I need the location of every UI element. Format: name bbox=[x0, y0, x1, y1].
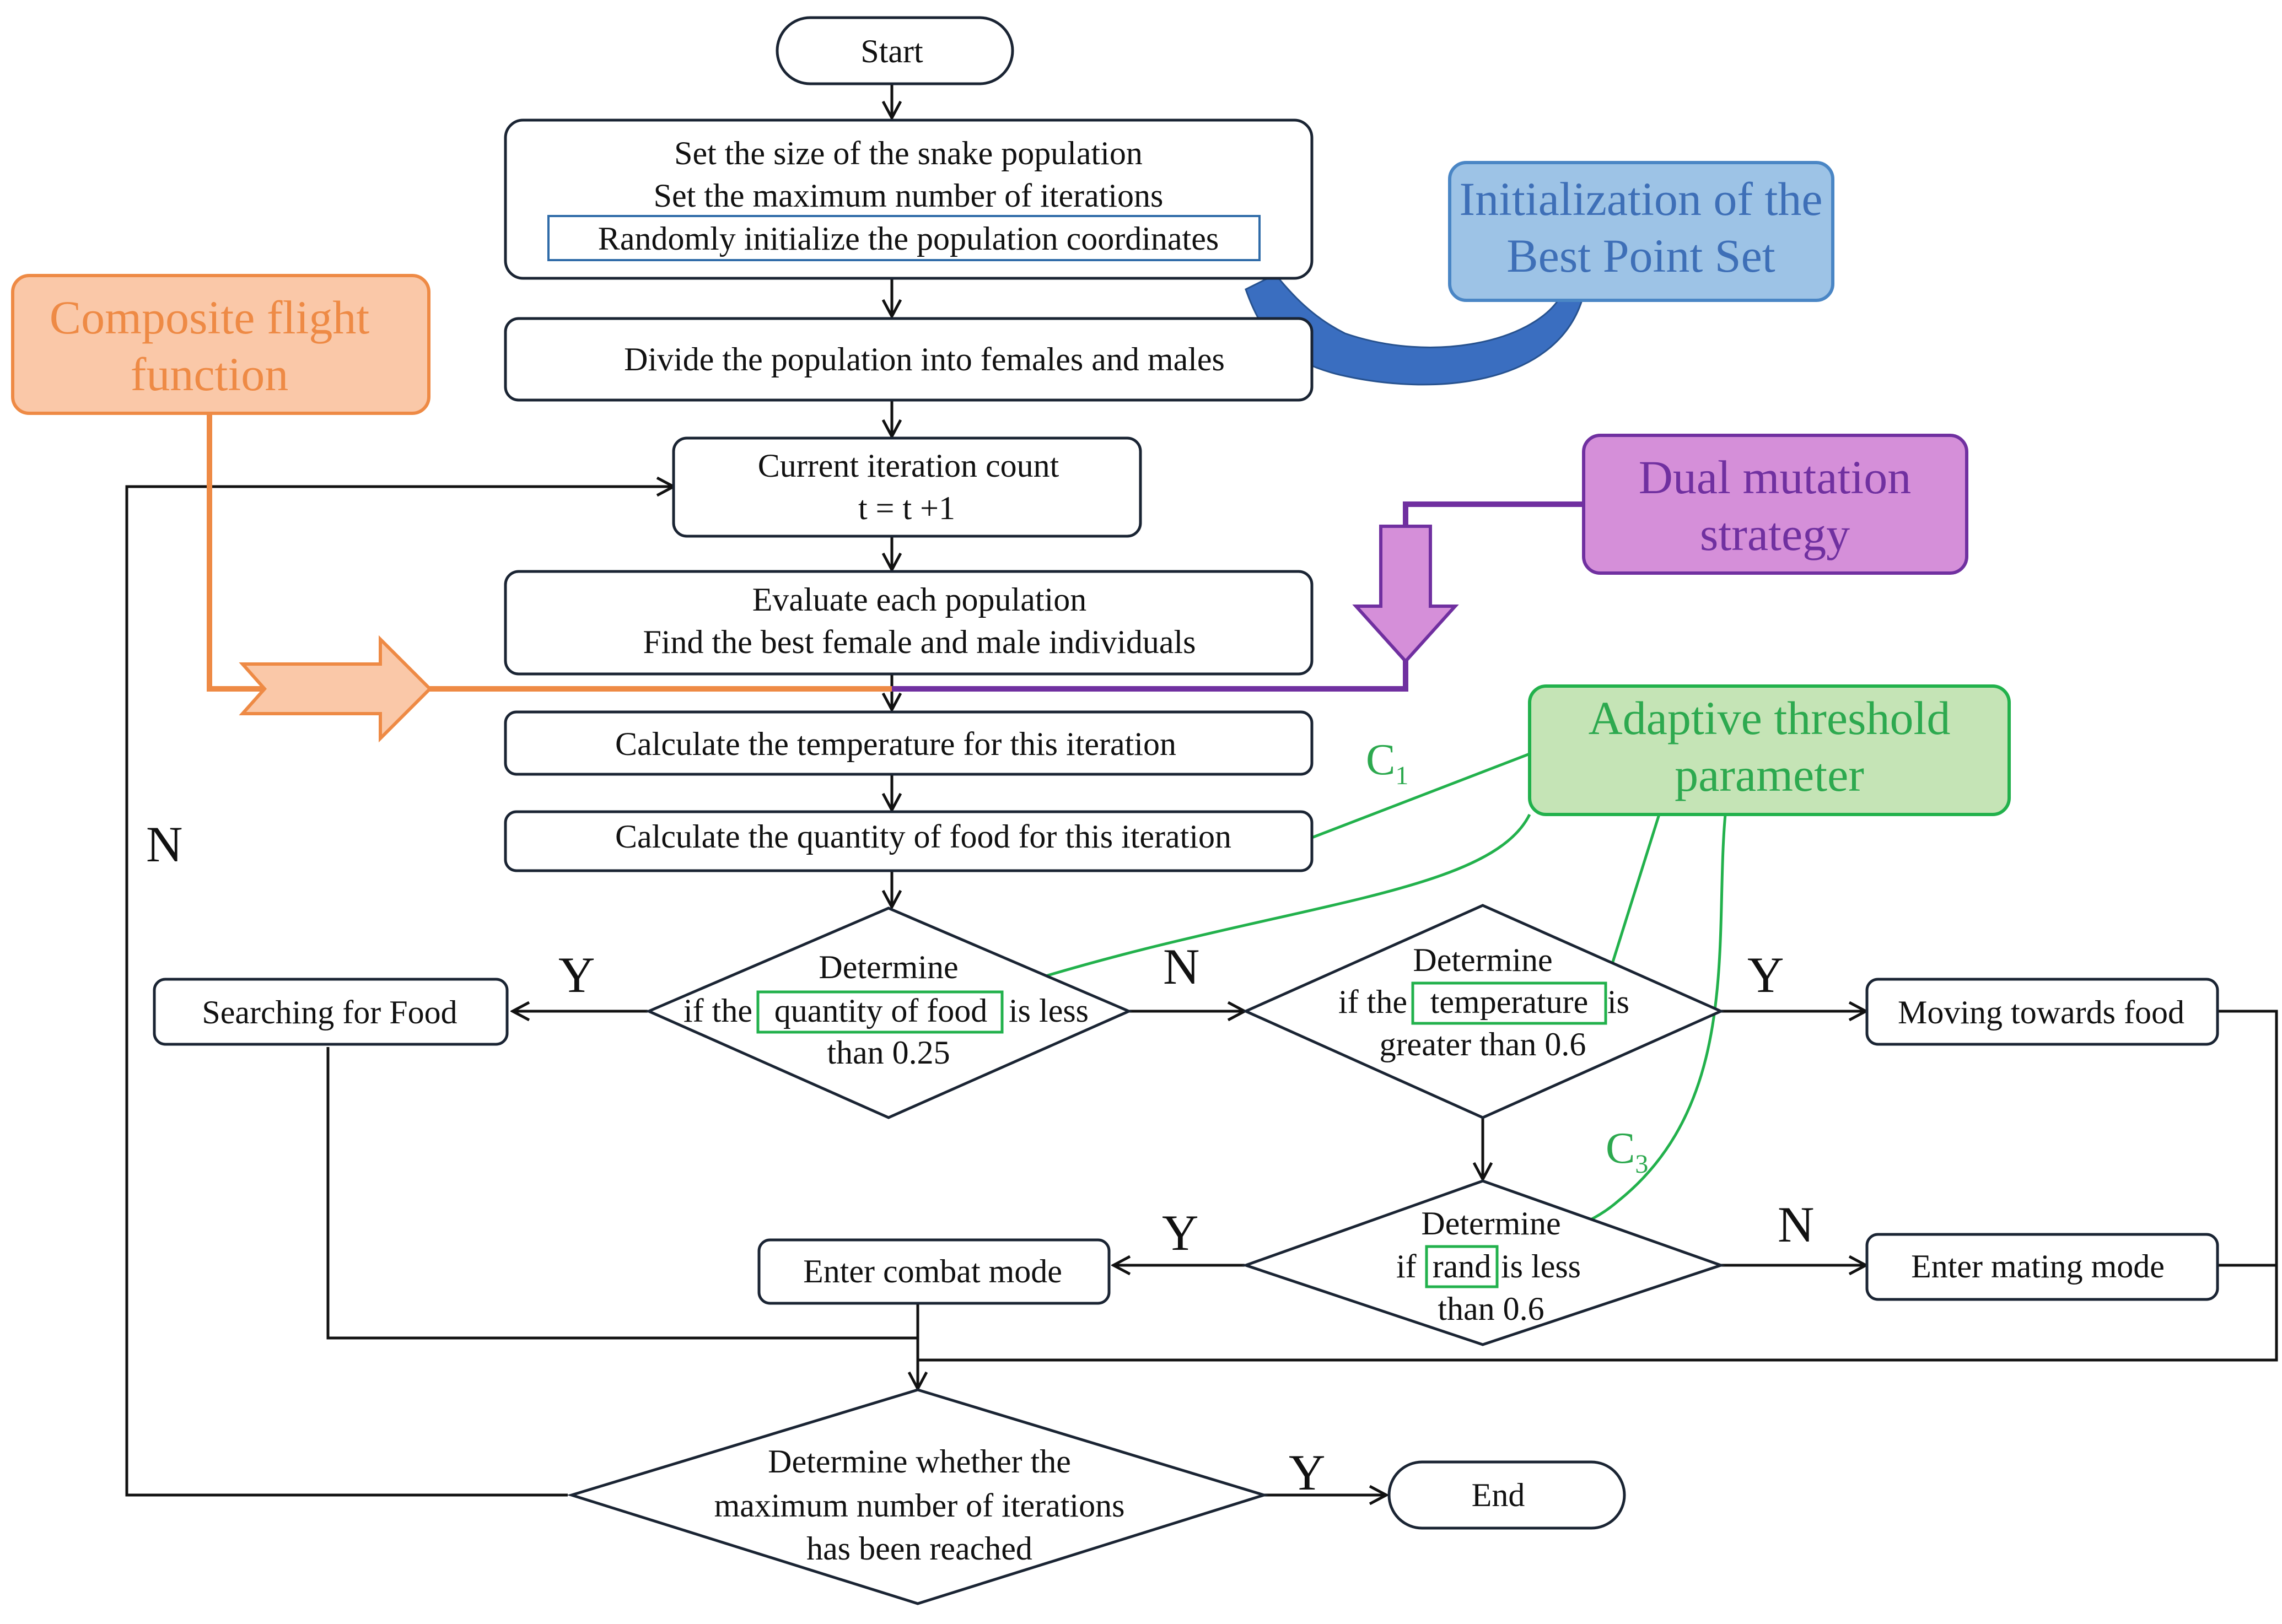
svg-text:if: if bbox=[1396, 1248, 1417, 1285]
dual-line1: Dual mutation bbox=[1639, 451, 1911, 504]
svg-text:Determine whether the: Determine whether the bbox=[768, 1443, 1071, 1480]
max-iteration-decision: Determine whether the maximum number of … bbox=[567, 1388, 1269, 1605]
svg-text:if the: if the bbox=[683, 992, 752, 1029]
rand-highlight bbox=[1425, 1245, 1499, 1288]
end-node: End bbox=[1387, 1460, 1626, 1530]
temperature-node: Calculate the temperature for this itera… bbox=[504, 710, 1314, 776]
svg-text:than 0.25: than 0.25 bbox=[827, 1034, 950, 1071]
svg-text:Randomly initialize the popula: Randomly initialize the population coord… bbox=[598, 220, 1219, 257]
svg-text:t = t +1: t = t +1 bbox=[858, 490, 955, 526]
combat-node: Enter combat mode bbox=[757, 1238, 1111, 1305]
label-n-rand: N bbox=[1778, 1196, 1814, 1253]
best-point-box bbox=[1448, 161, 1834, 302]
svg-text:Calculate the quantity of food: Calculate the quantity of food for this … bbox=[615, 818, 1231, 855]
composite-line2: function bbox=[131, 348, 289, 401]
best-point-curve-arrow bbox=[1245, 250, 1583, 386]
svg-text:End: End bbox=[1472, 1477, 1525, 1513]
c1-label: C1 bbox=[1366, 736, 1408, 790]
dual-callout: Dual mutation strategy bbox=[892, 434, 1968, 692]
svg-text:Moving towards food: Moving towards food bbox=[1898, 994, 2184, 1030]
adaptive-line-d2 bbox=[1603, 814, 1661, 987]
iteration-node: Current iteration count t = t +1 bbox=[672, 436, 1142, 538]
connectors bbox=[125, 84, 2278, 1495]
adaptive-line1: Adaptive threshold bbox=[1589, 692, 1951, 744]
svg-text:than 0.6: than 0.6 bbox=[1438, 1291, 1544, 1327]
svg-text:Start: Start bbox=[860, 33, 923, 69]
svg-text:Determine: Determine bbox=[819, 949, 958, 985]
svg-text:Set the maximum number of iter: Set the maximum number of iterations bbox=[654, 177, 1164, 214]
temperature-decision: Determine if the temperature is greater … bbox=[1242, 904, 1725, 1119]
svg-text:Current iteration count: Current iteration count bbox=[758, 447, 1059, 484]
svg-text:maximum number of iterations: maximum number of iterations bbox=[714, 1487, 1125, 1524]
composite-callout: Composite flight function bbox=[11, 274, 892, 743]
svg-text:Enter combat mode: Enter combat mode bbox=[803, 1253, 1062, 1290]
svg-text:Determine: Determine bbox=[1421, 1205, 1560, 1242]
edge-labels: Y N Y Y N Y N bbox=[146, 816, 1814, 1501]
moving-node: Moving towards food bbox=[1865, 978, 2219, 1046]
svg-text:Evaluate each population: Evaluate each population bbox=[752, 581, 1086, 618]
searching-node: Searching for Food bbox=[153, 978, 509, 1046]
start-node: Start bbox=[776, 16, 1014, 85]
init-node: Set the size of the snake population Set… bbox=[504, 118, 1314, 280]
svg-text:quantity of food: quantity of food bbox=[774, 992, 988, 1029]
svg-text:Calculate the temperature for: Calculate the temperature for this itera… bbox=[615, 726, 1176, 762]
label-n-loop: N bbox=[146, 816, 182, 872]
best-point-line2: Best Point Set bbox=[1506, 229, 1775, 282]
init-highlight bbox=[547, 215, 1261, 261]
label-n-food: N bbox=[1163, 938, 1199, 995]
food-decision: Determine if the quantity of food is les… bbox=[645, 907, 1133, 1119]
divide-node: Divide the population into females and m… bbox=[504, 317, 1314, 402]
adaptive-line-d1 bbox=[1003, 813, 1531, 991]
adaptive-line-c1 bbox=[1311, 752, 1530, 839]
svg-text:Set the size of the snake popu: Set the size of the snake population bbox=[674, 135, 1143, 171]
c3-label: C3 bbox=[1606, 1124, 1648, 1179]
best-point-line1: Initialization of the bbox=[1459, 172, 1822, 225]
adaptive-box bbox=[1528, 684, 2011, 816]
adaptive-callout: Adaptive threshold parameter C1 C3 bbox=[1003, 684, 2011, 1246]
dual-block-arrow bbox=[1352, 525, 1459, 664]
svg-text:Enter mating mode: Enter mating mode bbox=[1911, 1248, 2165, 1285]
svg-text:Divide the population into fem: Divide the population into females and m… bbox=[624, 341, 1225, 377]
svg-text:if the: if the bbox=[1338, 984, 1407, 1020]
svg-text:Searching for Food: Searching for Food bbox=[202, 994, 457, 1030]
svg-text:has been reached: has been reached bbox=[806, 1530, 1032, 1567]
composite-line1: Composite flight bbox=[50, 291, 370, 344]
evaluate-node: Evaluate each population Find the best f… bbox=[504, 570, 1314, 676]
temperature-highlight bbox=[1411, 981, 1607, 1025]
best-point-callout: Initialization of the Best Point Set bbox=[1245, 161, 1834, 386]
svg-text:greater than 0.6: greater than 0.6 bbox=[1380, 1026, 1586, 1062]
svg-text:Find the best female and male: Find the best female and male individual… bbox=[643, 624, 1196, 660]
food-node: Calculate the quantity of food for this … bbox=[504, 810, 1314, 872]
svg-text:is: is bbox=[1607, 984, 1629, 1020]
composite-box bbox=[11, 274, 430, 415]
svg-text:temperature: temperature bbox=[1430, 984, 1589, 1020]
dual-line2: strategy bbox=[1700, 508, 1850, 560]
label-y-rand: Y bbox=[1162, 1205, 1198, 1261]
svg-text:is less: is less bbox=[1501, 1248, 1581, 1285]
food-highlight bbox=[756, 990, 1004, 1034]
mating-node: Enter mating mode bbox=[1865, 1233, 2219, 1301]
svg-text:Determine: Determine bbox=[1413, 942, 1552, 978]
adaptive-line2: parameter bbox=[1675, 748, 1864, 801]
rand-decision: Determine if rand is less than 0.6 bbox=[1241, 1179, 1725, 1346]
composite-line bbox=[207, 413, 892, 692]
svg-text:is less: is less bbox=[1009, 992, 1089, 1029]
label-y-temperature: Y bbox=[1747, 947, 1784, 1003]
composite-block-arrow bbox=[239, 635, 433, 743]
label-y-end: Y bbox=[1289, 1444, 1325, 1501]
svg-text:rand: rand bbox=[1433, 1248, 1492, 1285]
label-y-food: Y bbox=[558, 947, 595, 1003]
